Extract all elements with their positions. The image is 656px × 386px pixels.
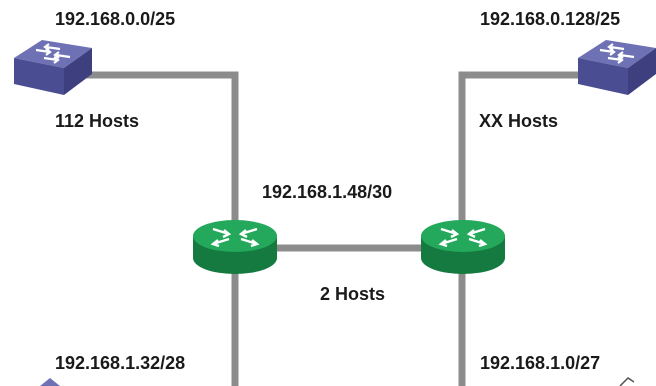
router-icon	[421, 220, 505, 274]
device-edge-icon	[619, 377, 635, 386]
subnet-label-bottom-left: 192.168.1.32/28	[55, 353, 186, 373]
switch-icon	[14, 40, 92, 95]
link-network-label: 192.168.1.48/30	[262, 182, 393, 202]
hosts-label-top-left: 112 Hosts	[55, 111, 140, 131]
subnet-label-top-right: 192.168.0.128/25	[480, 9, 621, 29]
subnet-label-top-left: 192.168.0.0/25	[55, 9, 176, 29]
link-hosts-label: 2 Hosts	[320, 284, 386, 304]
hosts-label-top-right: XX Hosts	[479, 111, 559, 131]
link-topleft-switch-to-left-router	[86, 71, 239, 244]
link-topright-switch-to-right-router	[458, 71, 592, 244]
switch-icon	[578, 40, 656, 95]
router-icon	[193, 220, 277, 274]
subnet-label-bottom-right: 192.168.1.0/27	[480, 353, 601, 373]
switch-icon	[40, 378, 60, 386]
